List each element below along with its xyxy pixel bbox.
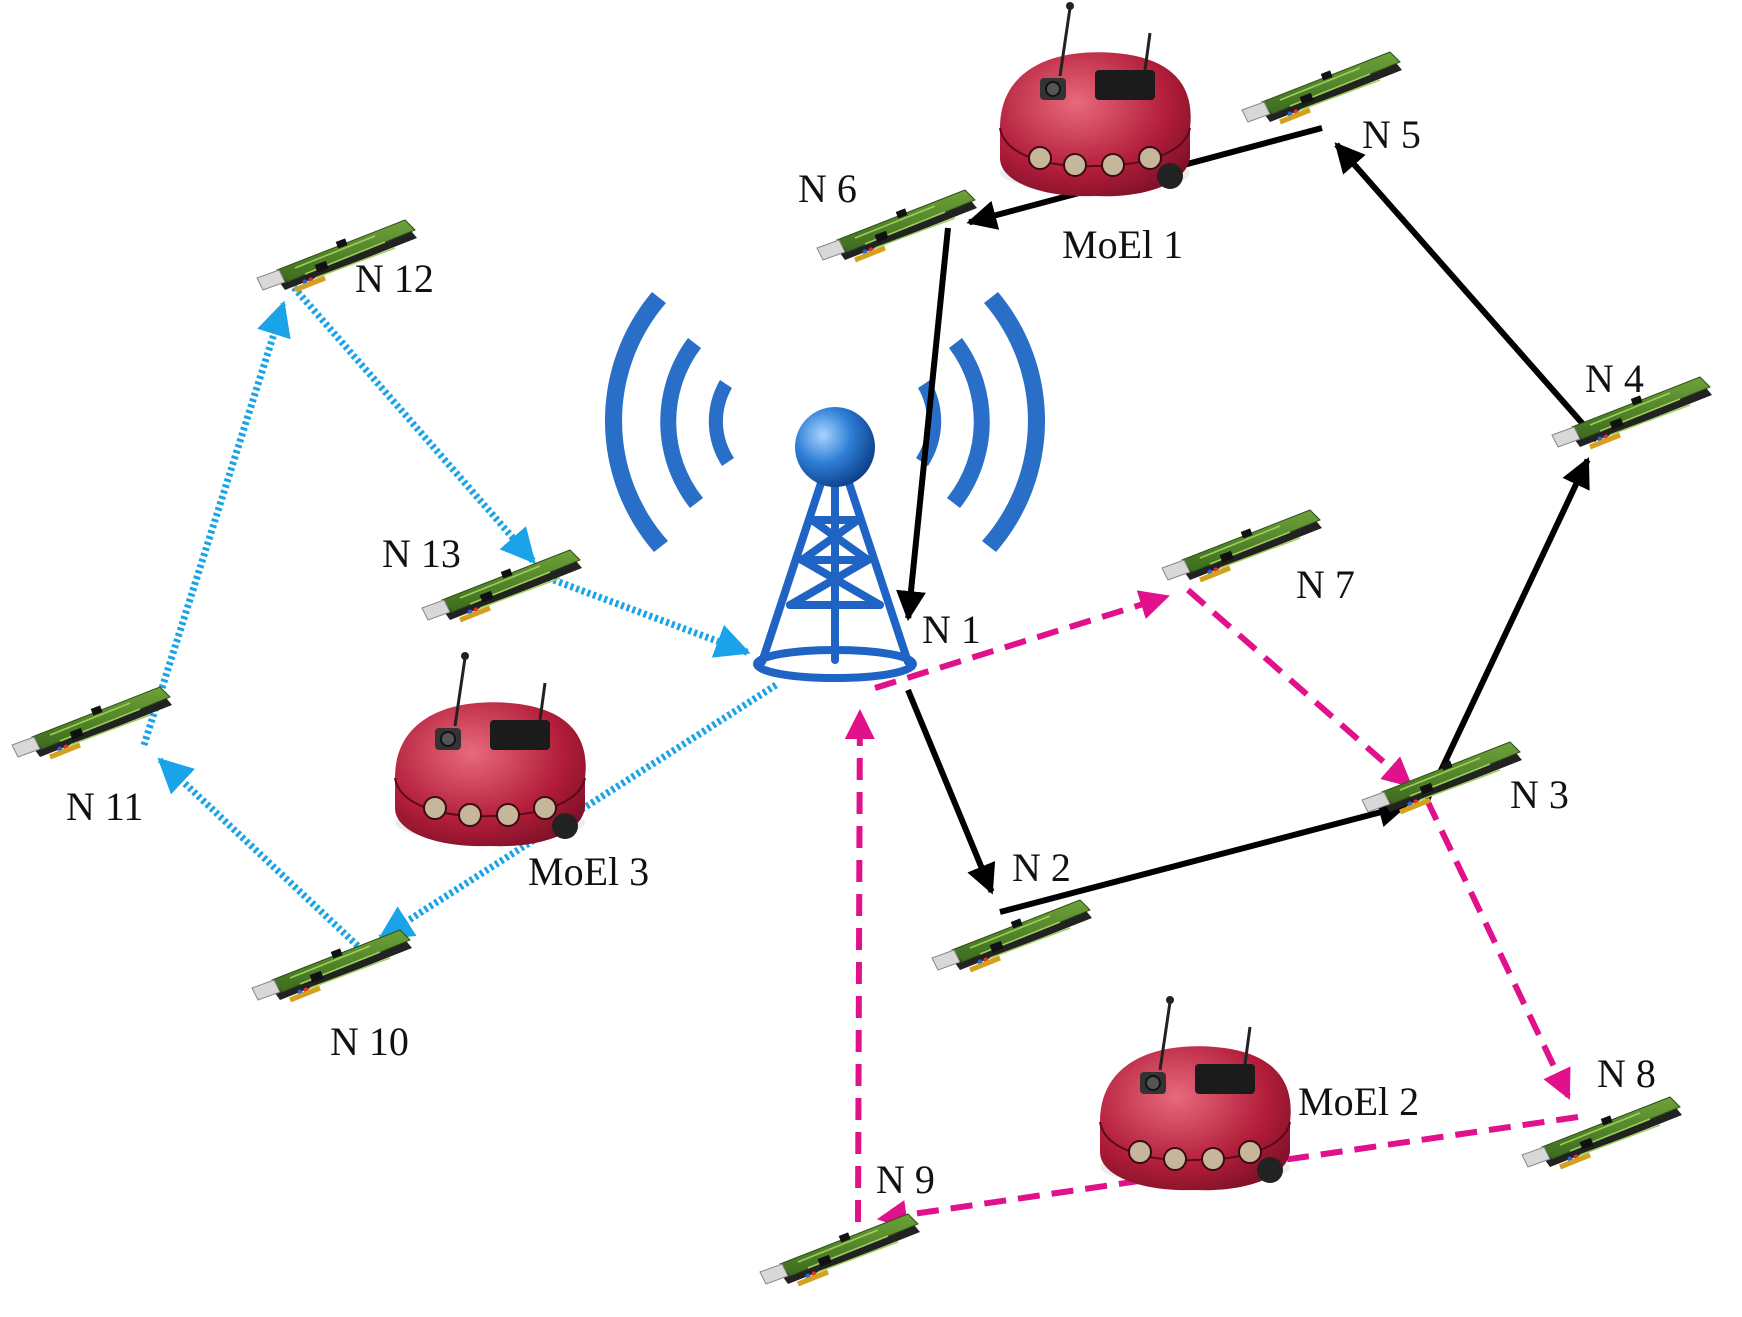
route-edge-moel3-n10-n11 <box>157 757 365 953</box>
node-label-n10: N 10 <box>330 1019 409 1064</box>
robot-label-moel1: MoEl 1 <box>1062 222 1183 267</box>
node-label-n12: N 12 <box>355 256 434 301</box>
mobile-robot-icon <box>393 650 588 848</box>
route-edge-moel3-n11-n12 <box>140 300 291 747</box>
node-label-n7: N 7 <box>1296 562 1355 607</box>
sensor-board-icon <box>252 930 412 1000</box>
node-label-n13: N 13 <box>382 531 461 576</box>
sensor-board-icon <box>1522 1097 1682 1167</box>
sensor-board-icon <box>760 1214 920 1284</box>
route-edge-moel3-n13-n1 <box>546 574 751 658</box>
route-edge-moel1-n2-n3 <box>999 797 1409 915</box>
node-label-n9: N 9 <box>876 1157 935 1202</box>
route-edge-moel2-n3-n8 <box>1424 798 1572 1100</box>
route-edge-moel1-n4-n5 <box>1334 142 1600 442</box>
antenna-tower-icon <box>604 292 1046 682</box>
robot-label-moel3: MoEl 3 <box>528 849 649 894</box>
robot-label-moel2: MoEl 2 <box>1298 1079 1419 1124</box>
node-label-n11: N 11 <box>66 784 143 829</box>
route-edge-moel1-n3-n4 <box>1424 457 1591 802</box>
mobile-robot-icon <box>1098 994 1293 1192</box>
mobile-robot-icon <box>998 0 1193 198</box>
sensor-board-icon <box>1362 742 1522 812</box>
node-label-n8: N 8 <box>1597 1051 1656 1096</box>
node-label-n1: N 1 <box>922 607 981 652</box>
node-label-n6: N 6 <box>798 166 857 211</box>
route-edge-moel1-n6-n1 <box>896 227 951 622</box>
node-label-n5: N 5 <box>1362 112 1421 157</box>
node-label-n4: N 4 <box>1585 356 1644 401</box>
route-edge-moel2-n9-n1 <box>844 708 875 1223</box>
node-label-n2: N 2 <box>1012 845 1071 890</box>
route-edge-moel1-n1-n2 <box>905 688 996 895</box>
route-edge-moel2-n7-n3 <box>1186 587 1413 788</box>
route-edge-moel3-n12-n13 <box>287 280 537 565</box>
node-label-n3: N 3 <box>1510 772 1569 817</box>
route-edge-moel2-n1-n7 <box>874 590 1170 691</box>
sensor-board-icon <box>12 687 172 757</box>
